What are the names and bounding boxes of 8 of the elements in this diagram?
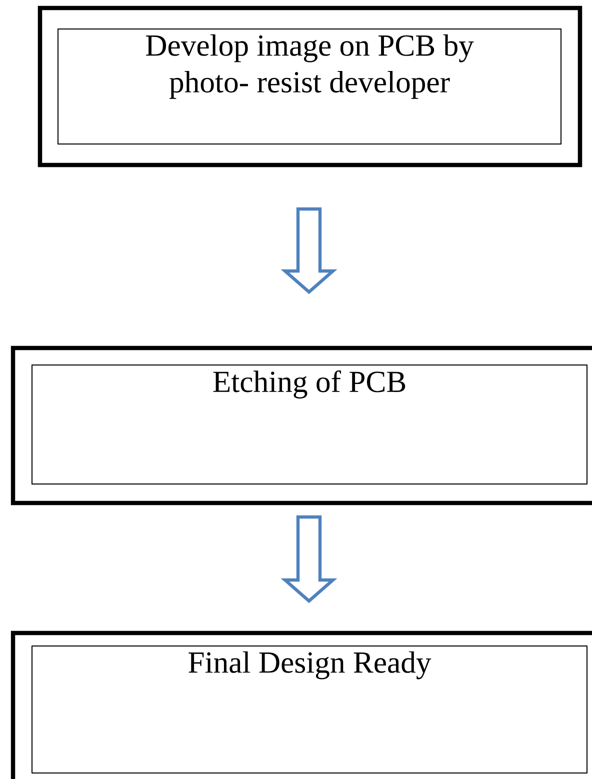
outer-frame bbox=[10, 346, 592, 506]
process-box: Etching of PCB bbox=[32, 364, 588, 484]
outer-frame bbox=[10, 630, 592, 779]
outer-frame bbox=[38, 6, 582, 168]
process-box: Develop image on PCB by photo- resist developer bbox=[58, 28, 562, 144]
block-arrow bbox=[280, 207, 338, 294]
block-arrow bbox=[280, 515, 338, 604]
process-box: Final Design Ready bbox=[32, 646, 588, 774]
